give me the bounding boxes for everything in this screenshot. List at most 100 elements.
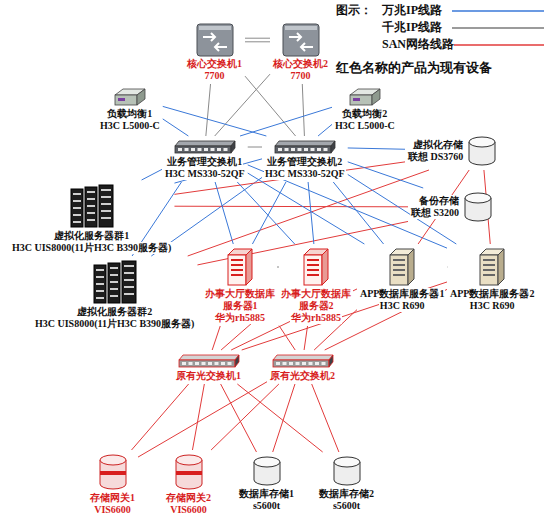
- switch-port: [308, 362, 312, 365]
- switch-side: [331, 141, 335, 153]
- network-device: 备份存储联想 S3200: [410, 190, 493, 224]
- switch-port: [302, 362, 306, 365]
- network-device: 业务管理交换机1H3C MS330-52QF: [164, 138, 246, 180]
- switch-port: [295, 362, 299, 365]
- switch-port: [278, 148, 282, 151]
- device-name: 原有光交换机1: [175, 370, 242, 382]
- device-model: s5600t: [252, 500, 281, 512]
- network-link: [221, 384, 257, 452]
- rack-slot: [110, 281, 118, 283]
- device-model: H3C R690: [469, 300, 516, 312]
- rack-cabinet: [99, 185, 113, 227]
- network-device: 数据库存储1s5600t: [238, 454, 295, 512]
- switch-front: [275, 146, 331, 153]
- network-link: [277, 267, 279, 268]
- network-link: [302, 84, 304, 136]
- server-bay: [483, 259, 495, 261]
- network-device: 虚拟化存储联想 DS3760: [407, 134, 497, 168]
- network-link: [138, 382, 267, 457]
- network-link: [318, 124, 332, 136]
- rack-cabinet: [108, 263, 120, 303]
- device-label-group: 业务管理交换机1H3C MS330-52QF: [164, 156, 246, 180]
- rack-slot: [110, 267, 118, 269]
- rack-cabinet: [122, 261, 136, 303]
- device-model: s5600t: [332, 500, 361, 512]
- legend-row: 图示：万兆IP线路: [336, 2, 550, 19]
- storage-gateway-icon: [174, 453, 204, 491]
- switch-port: [227, 362, 231, 365]
- fibre-switch-icon: [271, 353, 335, 369]
- legend-row: 千兆IP线路: [336, 19, 550, 36]
- rack-slot: [101, 210, 111, 212]
- switch-port: [217, 148, 221, 151]
- lb-led: [118, 98, 125, 101]
- device-label-group: 办事大厅数据库服务器1华为rh5885: [203, 288, 277, 324]
- device-label-group: 原有光交换机1: [175, 370, 242, 382]
- server-rack-icon: [69, 183, 115, 229]
- device-label-group: 核心交换机27700: [272, 58, 329, 82]
- switch-port: [304, 148, 308, 151]
- network-device: 核心交换机27700: [272, 22, 329, 82]
- device-label-group: 备份存储联想 S3200: [410, 195, 460, 219]
- rack-slot: [73, 214, 81, 216]
- server-side: [498, 249, 504, 285]
- device-label-group: 负载均衡1H3C L5000-C: [99, 108, 161, 132]
- server-side: [322, 249, 328, 285]
- switch-top: [273, 355, 333, 360]
- switch-port: [195, 362, 199, 365]
- device-label-group: APP数据库服务器2H3C R690: [449, 288, 535, 312]
- network-device: 负载均衡1H3C L5000-C: [99, 86, 161, 132]
- device-model: 华为rh5885: [290, 312, 342, 324]
- fibre-switch-icon: [177, 353, 241, 369]
- ethernet-switch-icon: [273, 139, 337, 155]
- network-link: [348, 162, 423, 188]
- rack-slot: [73, 221, 81, 223]
- network-link: [188, 170, 429, 256]
- device-model: 联想 S3200: [410, 207, 460, 219]
- server-front: [390, 255, 408, 285]
- switch-port: [291, 148, 295, 151]
- device-model: 7700: [204, 70, 226, 82]
- switch-highlight: [199, 26, 231, 30]
- rack-slot: [87, 205, 95, 207]
- server-bay: [307, 259, 319, 261]
- switch-port: [317, 148, 321, 151]
- core-switch-icon: [196, 23, 234, 57]
- rack-slot: [101, 196, 111, 198]
- device-name: 存储网关2: [165, 492, 212, 504]
- network-link: [248, 147, 262, 148]
- server-bay: [483, 274, 495, 276]
- switch-port: [276, 362, 280, 365]
- server-bay: [307, 269, 319, 271]
- network-link: [211, 384, 279, 450]
- server-front: [228, 255, 246, 285]
- network-link: [252, 182, 286, 244]
- server-bay: [483, 264, 495, 266]
- switch-port: [182, 362, 186, 365]
- switch-body: [283, 24, 319, 56]
- switch-port: [201, 362, 205, 365]
- device-label-group: 存储网关1VIS6600: [89, 492, 136, 516]
- switch-body: [197, 24, 233, 56]
- rack-slot: [73, 193, 81, 195]
- network-device: 办事大厅数据库服务器1华为rh5885: [203, 246, 277, 324]
- rack-slot: [124, 279, 134, 281]
- network-device: 存储网关2VIS6600: [165, 452, 212, 516]
- server-bay: [231, 274, 243, 276]
- rack-slot: [73, 200, 81, 202]
- rack-slot: [124, 272, 134, 274]
- device-label-group: APP数据库服务器1H3C R690: [359, 288, 445, 312]
- load-balancer-icon: [113, 87, 147, 107]
- device-label-group: 虚拟化服务器群2H3C UIS8000(11片H3C B390服务器): [34, 306, 195, 330]
- rack-slot: [101, 189, 111, 191]
- rack-slot: [101, 203, 111, 205]
- rack-slot: [87, 219, 95, 221]
- server-rack-icon: [92, 259, 138, 305]
- network-device: 办事大厅数据库服务器2华为rh5885: [279, 246, 353, 324]
- network-link: [447, 267, 448, 268]
- switch-port: [282, 362, 286, 365]
- gateway-top: [100, 455, 126, 465]
- storage-top: [465, 193, 491, 203]
- switch-port: [221, 362, 225, 365]
